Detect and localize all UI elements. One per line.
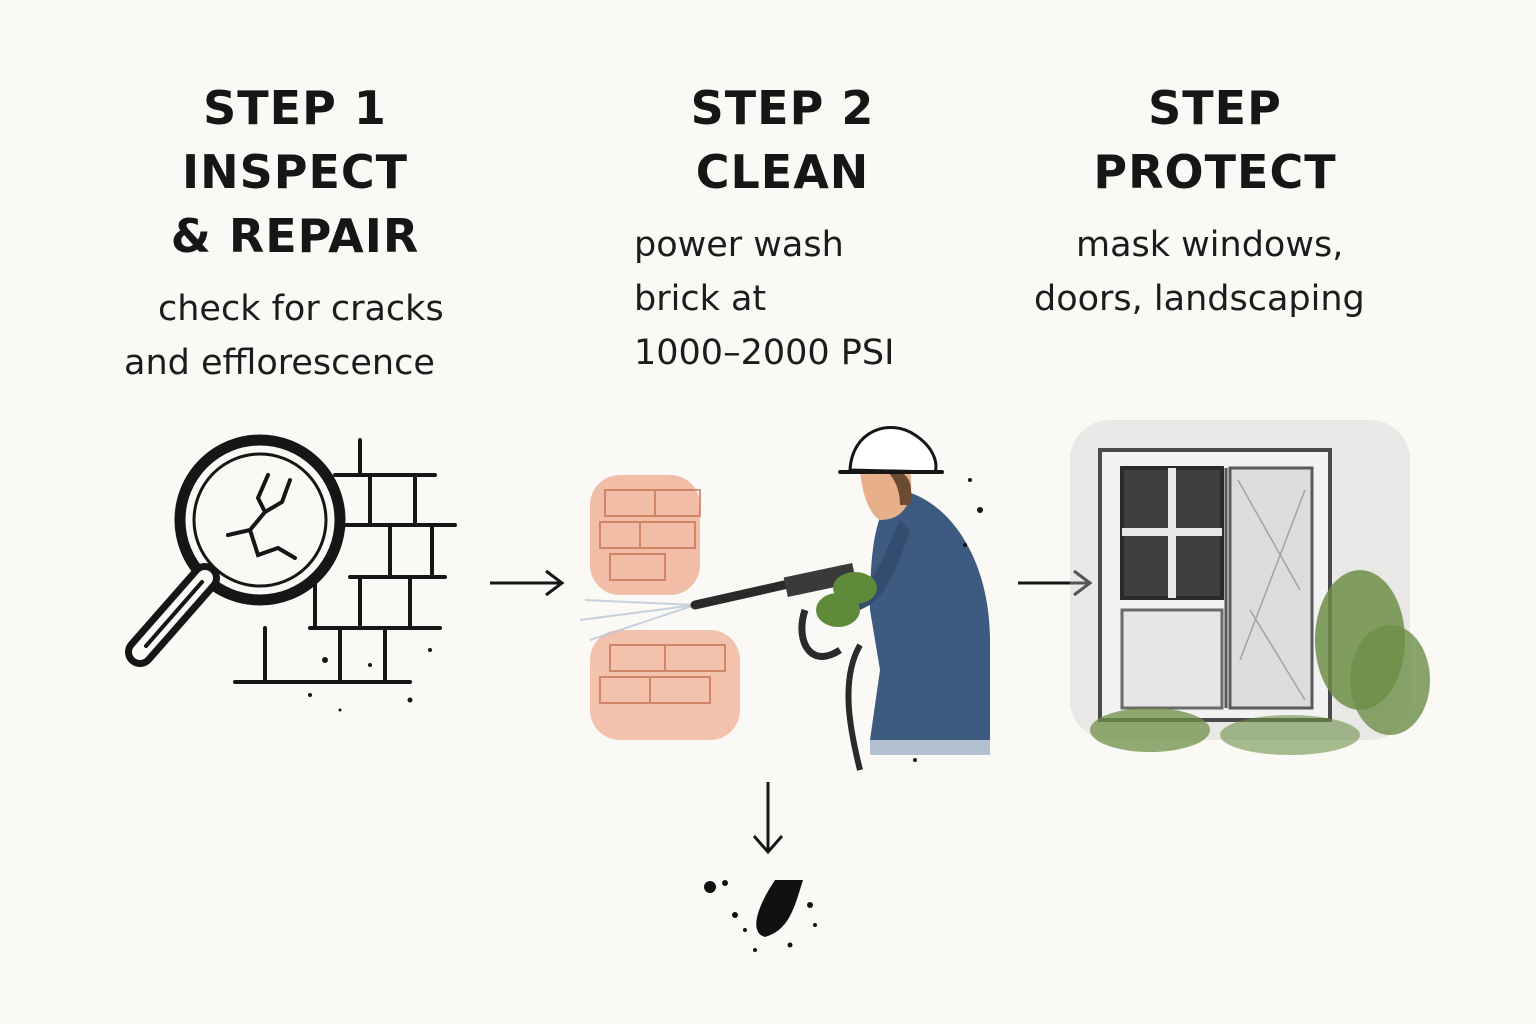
- step-1-description: check for cracks and efflorescence: [124, 282, 444, 390]
- step-2-desc-line: 1000–2000 PSI: [634, 333, 895, 373]
- step-2-desc-line: brick at: [634, 279, 767, 319]
- step-3-title-line: STEP: [1148, 81, 1282, 135]
- pressure-washer-worker-icon: [579, 426, 990, 771]
- step-2-desc-line: power wash: [634, 225, 844, 265]
- step-3-title-line: PROTECT: [1093, 145, 1337, 199]
- step-1-title-line: INSPECT: [181, 145, 409, 199]
- step-3-desc-line: doors, landscaping: [1034, 279, 1365, 319]
- step-1-desc-line: and efflorescence: [124, 343, 435, 383]
- arrow-right-icon: [1018, 569, 1093, 597]
- step-1-title-line: & REPAIR: [170, 209, 420, 263]
- arrow-right-icon: [490, 569, 565, 597]
- magnifier-brick-icon: [125, 434, 457, 712]
- step-3-desc-line: mask windows,: [1076, 225, 1344, 265]
- arrow-down-icon: [752, 782, 784, 855]
- step-3-description: mask windows, doors, landscaping: [1034, 218, 1365, 326]
- step-1-title: STEP 1 INSPECT & REPAIR: [170, 76, 420, 268]
- step-1-title-line: STEP 1: [203, 81, 387, 135]
- step-2-title: STEP 2 CLEAN: [680, 76, 885, 204]
- step-2-title-line: STEP 2: [690, 81, 875, 135]
- step-1-desc-line: check for cracks: [158, 289, 444, 329]
- masked-window-icon: [1070, 420, 1430, 755]
- ink-splash-icon: [704, 880, 817, 952]
- step-2-description: power wash brick at 1000–2000 PSI: [634, 218, 894, 380]
- step-3-title: STEP PROTECT: [1080, 76, 1350, 204]
- step-2-title-line: CLEAN: [695, 145, 870, 199]
